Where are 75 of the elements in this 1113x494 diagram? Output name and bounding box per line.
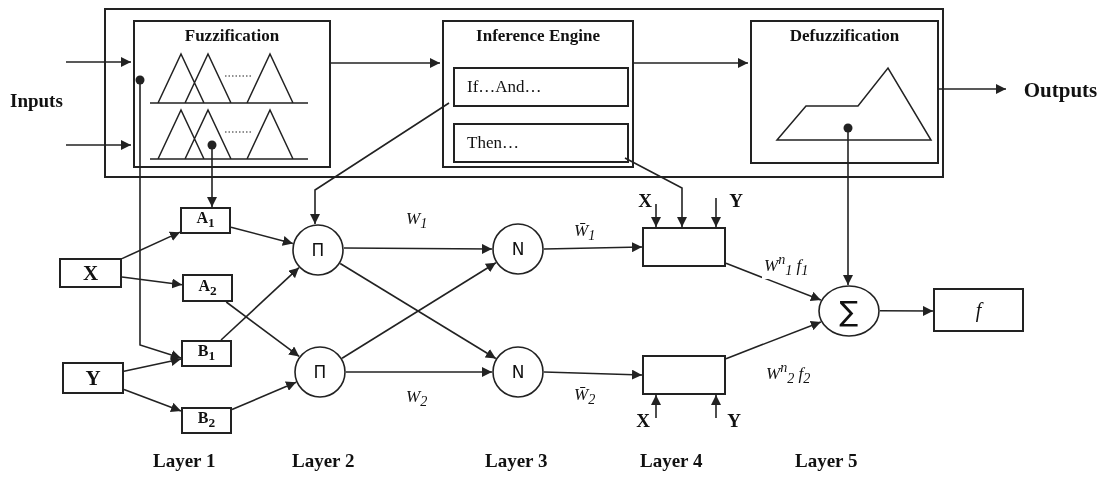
arrow bbox=[879, 305, 934, 316]
layer-label: Layer 3 bbox=[485, 450, 548, 472]
arrow bbox=[651, 203, 661, 228]
normalization-node bbox=[492, 223, 544, 275]
block-title: Fuzzification bbox=[183, 26, 281, 46]
arrow bbox=[725, 320, 822, 360]
normalization-node bbox=[492, 346, 544, 398]
node-label: Outputs bbox=[1023, 77, 1098, 103]
layer-label: Layer 1 bbox=[153, 450, 216, 472]
arrow bbox=[631, 58, 749, 68]
arrow bbox=[123, 388, 182, 413]
membership-node bbox=[181, 340, 232, 367]
fuzzification-block bbox=[133, 20, 331, 168]
consequent-box bbox=[642, 227, 726, 267]
node-label: Y bbox=[727, 410, 741, 432]
arrow bbox=[343, 243, 493, 254]
arrow bbox=[123, 356, 182, 373]
node-label: N bbox=[511, 362, 525, 382]
node-label: A$_{1}$ bbox=[196, 209, 215, 232]
arrow bbox=[65, 57, 132, 67]
arrow bbox=[543, 242, 643, 253]
system-frame bbox=[104, 8, 944, 178]
product-node bbox=[294, 346, 346, 398]
node-label: Y bbox=[85, 365, 101, 391]
node-label: N bbox=[511, 239, 525, 259]
layer-label: Layer 4 bbox=[640, 450, 703, 472]
arrow bbox=[225, 301, 300, 358]
arrow bbox=[230, 226, 294, 246]
consequent-box bbox=[642, 355, 726, 395]
product-node bbox=[292, 224, 344, 276]
node-label: Π bbox=[311, 240, 325, 260]
node-label: B$_{2}$ bbox=[197, 409, 216, 432]
inference-engine-block bbox=[442, 20, 634, 168]
block-title: Defuzzification bbox=[788, 26, 901, 46]
block-title: Inference Engine bbox=[475, 26, 601, 46]
arrow bbox=[711, 197, 721, 228]
membership-node bbox=[181, 407, 232, 434]
node-label: X bbox=[82, 260, 99, 286]
node-label: ∑ bbox=[839, 294, 859, 328]
node-label: If…And… bbox=[467, 77, 542, 97]
layer-label: Layer 5 bbox=[795, 450, 858, 472]
arrow bbox=[231, 381, 297, 411]
membership-node bbox=[182, 274, 233, 302]
summation-node bbox=[818, 285, 880, 337]
arrow bbox=[345, 367, 493, 377]
layer-label: Layer 2 bbox=[292, 450, 355, 472]
input-label: Inputs bbox=[10, 90, 63, 112]
node-label: X bbox=[636, 410, 650, 432]
node-label: B$_{1}$ bbox=[197, 342, 216, 365]
input-box bbox=[59, 258, 122, 288]
leader-line bbox=[207, 140, 217, 208]
leader-line bbox=[843, 123, 853, 286]
arrow bbox=[651, 394, 661, 419]
node-label: X bbox=[638, 190, 652, 212]
arrow bbox=[624, 157, 687, 228]
output-box bbox=[933, 288, 1024, 332]
defuzzification-block bbox=[750, 20, 939, 164]
node-label: Then… bbox=[467, 133, 519, 153]
arrow bbox=[936, 84, 1007, 94]
arrow bbox=[310, 102, 450, 225]
membership-node bbox=[180, 207, 231, 234]
node-label: Y bbox=[729, 190, 743, 212]
arrow bbox=[543, 369, 643, 380]
arrow bbox=[711, 394, 721, 419]
arrow bbox=[121, 276, 183, 289]
node-label: Π bbox=[313, 362, 327, 382]
node-label: A$_{2}$ bbox=[198, 276, 217, 300]
input-box bbox=[62, 362, 124, 394]
arrow bbox=[328, 58, 441, 68]
arrow bbox=[65, 140, 132, 150]
arrow bbox=[725, 262, 822, 302]
node-label: f bbox=[975, 298, 982, 322]
leader-line bbox=[135, 75, 182, 360]
arrow bbox=[121, 231, 181, 260]
arrow bbox=[220, 266, 300, 341]
